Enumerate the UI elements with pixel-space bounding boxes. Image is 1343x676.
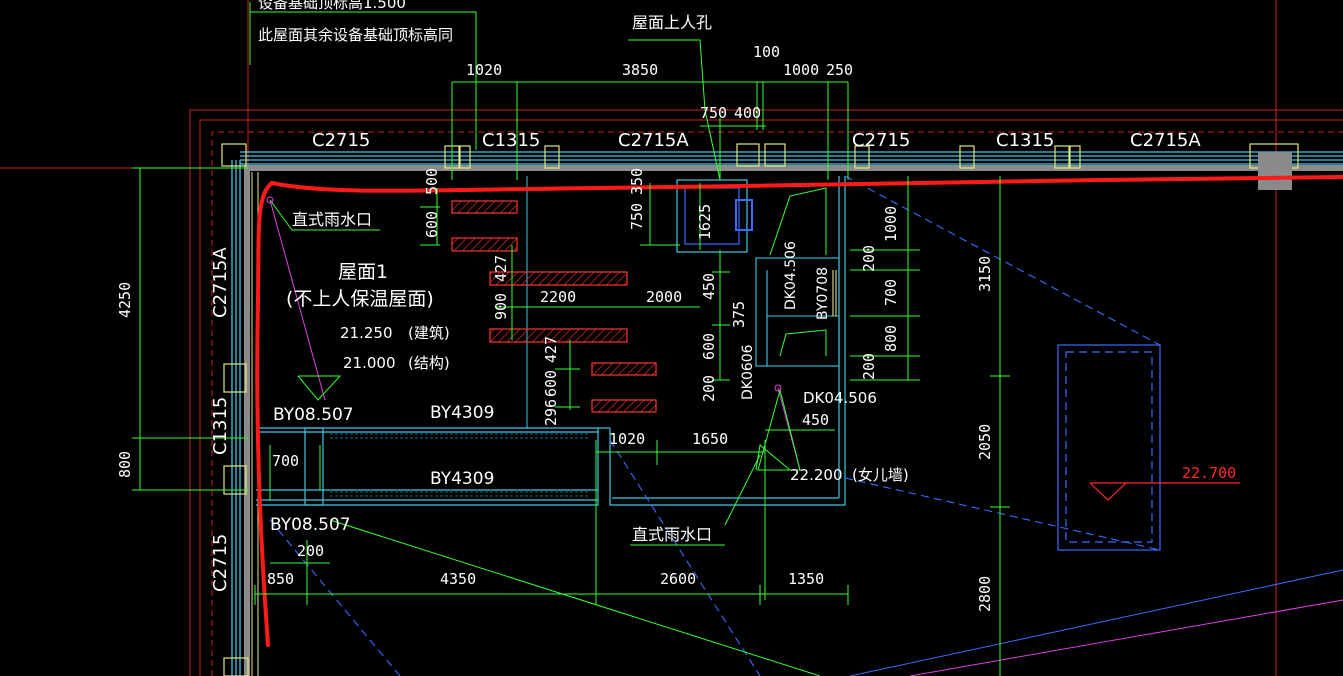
dim-mid-450: 450 [802,411,829,429]
dim-inner-600: 600 [423,211,441,238]
dim-bottom-200: 200 [297,542,324,560]
dim-mid-1650: 1650 [692,430,728,448]
window-label-top-2: C1315 [482,130,540,151]
parapet-elev: 22.200 [790,466,843,484]
blue-dashed [269,175,1161,676]
right-equipment [1057,344,1161,551]
dim-right-200a: 200 [860,245,878,272]
dim-top-3850: 3850 [622,61,658,79]
window-label-top-4: C2715 [852,130,910,151]
drain-circle-1 [266,196,274,204]
dim-center-600: 600 [700,333,718,360]
roof-name: 屋面1 [338,261,388,283]
shaft-wedges [769,187,827,357]
window-label-top-3: C2715A [618,130,689,151]
dim-center-375: 375 [730,301,748,328]
dim-inner-500: 500 [423,168,441,195]
dim-inner-427b: 427 [542,336,560,363]
beam-by0708: BY0708 [815,267,831,320]
dim-left-4250: 4250 [116,282,134,318]
dim-inner-2200: 2200 [540,288,576,306]
right-elev-mark [1089,482,1240,501]
parapet-tag: (女儿墙) [852,466,909,484]
wall-top [240,151,1343,165]
window-markers-top [221,143,1299,169]
dim-left-800: 800 [116,451,134,478]
dim-mid-1020: 1020 [609,430,645,448]
wall-top-core [246,165,1343,171]
dim-right-200b: 200 [860,353,878,380]
window-label-top-5: C1315 [996,130,1054,151]
elev-struct-tag: (结构) [408,354,450,372]
beam-by08-bot: BY08.507 [270,515,351,535]
dim-bottom-4350: 4350 [440,570,476,588]
dim-bottom-1350: 1350 [788,570,824,588]
dim-center-200: 200 [700,375,718,402]
window-label-top-6: C2715A [1130,130,1201,151]
drain-circle-2 [774,384,782,392]
dim-inner-2000: 2000 [646,288,682,306]
dim-top-1020: 1020 [466,61,502,79]
dim-top-100: 100 [753,43,780,61]
equipment-bases [451,200,657,413]
dim-top-400: 400 [734,104,761,122]
shaft-block [755,257,840,367]
dim-bottom-850: 850 [267,570,294,588]
dim-inner-600b: 600 [542,370,560,397]
window-label-left-3: C2715 [210,534,231,592]
elev-arch: 21.250 [340,324,393,342]
window-markers-left [223,363,249,676]
drain-label-2: 直式雨水口 [632,525,712,544]
dim-top-250: 250 [826,61,853,79]
roof-hatch-label: 屋面上人孔 [632,13,712,32]
dim-inner-296: 296 [542,399,560,426]
column-gray [1258,152,1292,190]
window-label-top-1: C2715 [312,130,370,151]
notes-group: 设备基础顶标高1.500 此屋面其余设备基础顶标高同 [258,0,453,44]
beam-by4309-top: BY4309 [430,403,494,423]
dim-top-1000: 1000 [783,61,819,79]
dim-far-2800: 2800 [976,576,994,612]
dim-center-450: 450 [700,273,718,300]
markup-red-path [255,175,1343,647]
window-label-left-2: C1315 [210,397,231,455]
note-line-1: 设备基础顶标高1.500 [258,0,406,12]
dim-hatch-350: 350 [628,168,646,195]
diagonal-lines [269,199,1343,676]
dim-bottom-2600: 2600 [660,570,696,588]
window-label-left-1: C2715A [210,247,231,318]
dim-right-800: 800 [882,325,900,352]
dim-inner-427a: 427 [492,255,510,282]
wall-left [231,160,241,676]
dim-hatch-750: 750 [628,203,646,230]
roof-desc: (不上人保温屋面) [286,288,434,310]
dim-right-1000: 1000 [882,206,900,242]
dim-right-700: 700 [882,279,900,306]
dim-far-3150: 3150 [976,256,994,292]
beam-hatch-by4309 [330,433,590,497]
beam-dk0606: DK0606 [740,344,756,400]
beam-by08-top: BY08.507 [273,405,354,425]
drain-label-1: 直式雨水口 [292,210,372,229]
roof-hatch-box [676,179,753,253]
dim-inner-900: 900 [492,293,510,320]
dim-top-750: 750 [700,104,727,122]
dim-mid-700: 700 [272,452,299,470]
dim-far-2050: 2050 [976,424,994,460]
dimension-lines [132,2,1010,676]
right-elev: 22.700 [1182,464,1236,482]
beam-by4309-bot: BY4309 [430,469,494,489]
beam-dk04-top: DK04.506 [783,241,799,310]
dim-hatch-1625: 1625 [696,204,714,240]
note-line-2: 此屋面其余设备基础顶标高同 [258,26,453,44]
drain-triangle [757,388,801,471]
beam-dk04-bot: DK04.506 [803,389,877,407]
elev-arch-tag: (建筑) [408,324,450,342]
elev-struct: 21.000 [343,354,396,372]
wall-left-core [244,165,250,676]
